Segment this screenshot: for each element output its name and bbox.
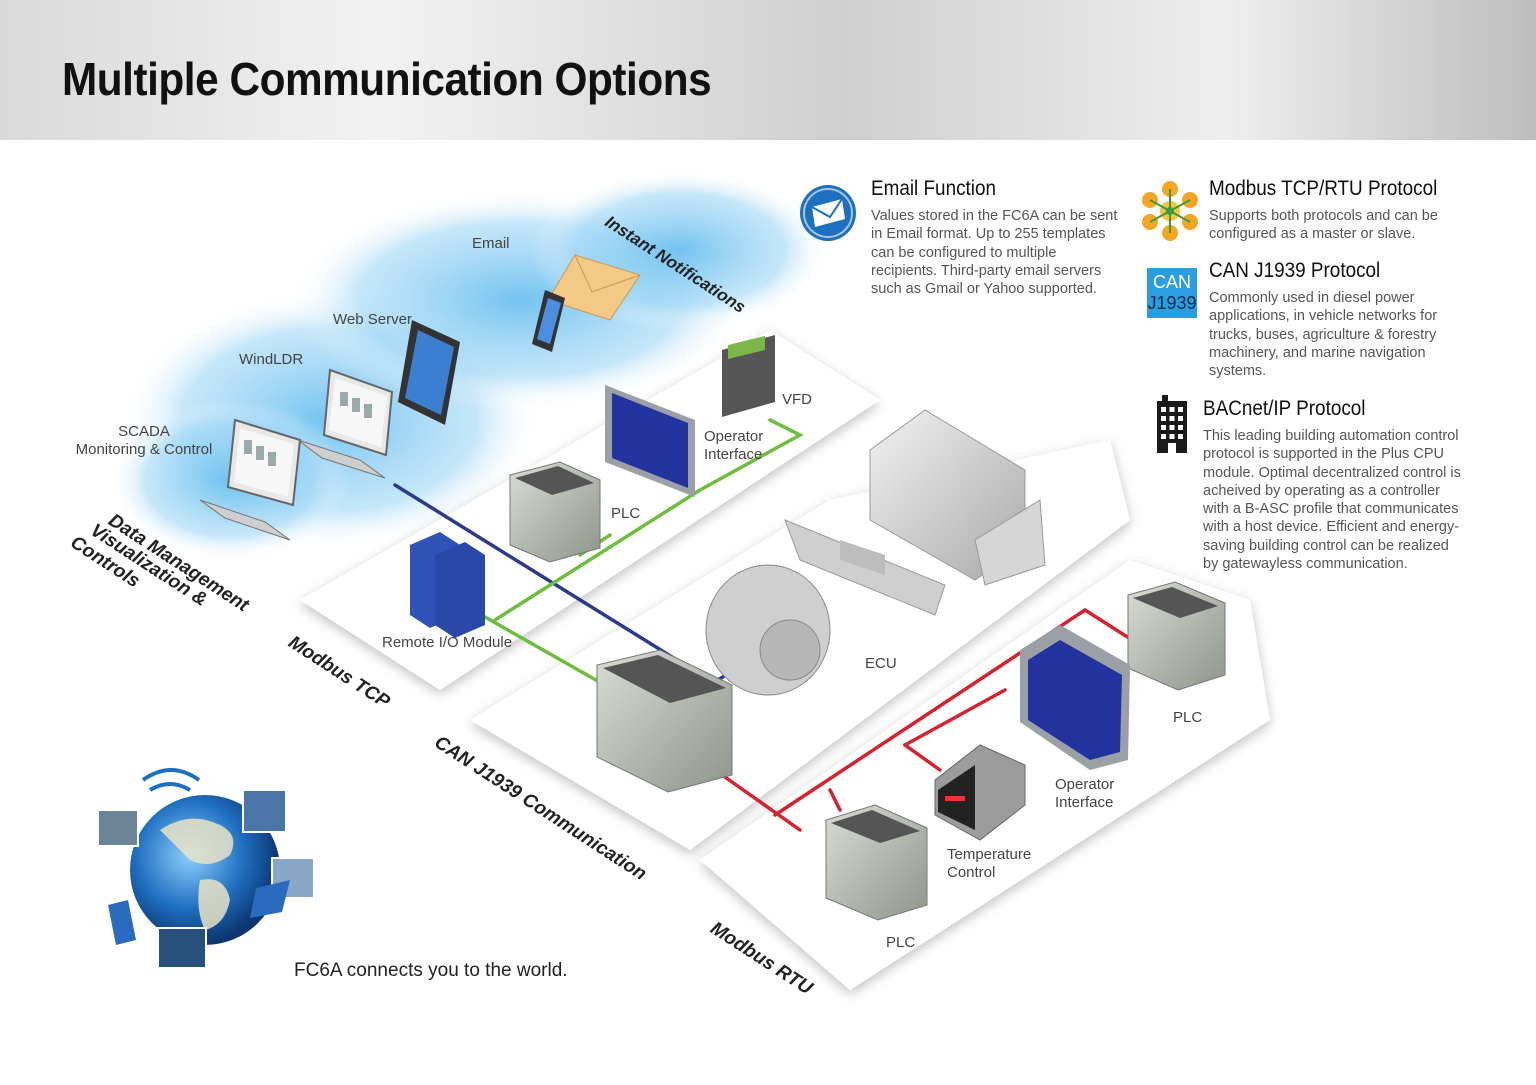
can-badge-line1: CAN [1152, 272, 1191, 292]
label-scada-line1: SCADA [118, 423, 170, 440]
globe [97, 768, 315, 969]
label-plc-bottom: PLC [886, 934, 916, 951]
label-temperature-control: Temperature Control [947, 846, 1031, 882]
label-scada: SCADA Monitoring & Control [70, 423, 218, 459]
label-temp-line2: Control [947, 864, 996, 881]
feature-email: Email Function Values stored in the FC6A… [871, 177, 1121, 298]
label-operator-interface-right: Operator Interface [1055, 776, 1114, 812]
feature-can: CAN J1939 Protocol Commonly used in dies… [1209, 259, 1449, 380]
can-badge-line2: J1939 [1147, 293, 1197, 313]
feature-bacnet-title: BACnet/IP Protocol [1203, 397, 1366, 420]
feature-bacnet-body: This leading building automation control… [1203, 428, 1461, 573]
remote-io [410, 532, 485, 638]
engine [705, 564, 831, 696]
feature-bacnet: BACnet/IP Protocol This leading building… [1203, 397, 1461, 573]
plc-bottom [825, 804, 928, 921]
label-remote-io: Remote I/O Module [382, 634, 513, 651]
feature-email-body: Values stored in the FC6A can be sent in… [871, 208, 1118, 298]
label-plc-right: PLC [1173, 709, 1203, 726]
feature-can-body: Commonly used in diesel power applicatio… [1209, 290, 1438, 380]
scada-pc [199, 418, 302, 541]
label-email: Email [472, 235, 510, 252]
label-ecu: ECU [865, 655, 897, 672]
rtu-cable-5 [828, 788, 842, 812]
rtu-cable-2 [773, 607, 1142, 817]
truck [869, 409, 1046, 586]
feature-email-title: Email Function [871, 177, 997, 200]
temperature-controller [934, 744, 1026, 841]
can-cable-2 [493, 418, 804, 622]
label-oi-right-line2: Interface [1055, 794, 1114, 811]
plc-main [596, 649, 733, 793]
caption: FC6A connects you to the world. [294, 960, 568, 981]
ship [784, 519, 946, 616]
can-j1939-icon: CAN J1939 [1147, 268, 1197, 318]
operator-interface-right [1020, 625, 1130, 770]
feature-modbus-body: Supports both protocols and can be confi… [1209, 208, 1438, 243]
label-operator-interface-top: Operator Interface [704, 428, 763, 464]
feature-modbus-title: Modbus TCP/RTU Protocol [1209, 177, 1438, 200]
vfd [722, 335, 775, 417]
network-diagram [97, 170, 1270, 990]
label-oi-top-line1: Operator [704, 428, 764, 445]
windldr-pc [297, 368, 394, 479]
label-oi-right-line1: Operator [1055, 776, 1115, 793]
plc-top [509, 461, 601, 563]
rtu-cable-3 [903, 688, 1007, 747]
tablet [398, 320, 460, 425]
label-oi-top-line2: Interface [704, 446, 763, 463]
email-icon [800, 185, 856, 241]
plc-right [1127, 581, 1226, 691]
building-icon [1157, 395, 1187, 453]
rtu-cable [713, 768, 802, 832]
network-icon [1142, 181, 1198, 241]
rtu-cable-4 [903, 743, 942, 772]
feature-modbus: Modbus TCP/RTU Protocol Supports both pr… [1209, 177, 1479, 244]
label-windldr: WindLDR [239, 351, 304, 368]
label-plc-top: PLC [611, 505, 641, 522]
label-temp-line1: Temperature [947, 846, 1032, 863]
label-vfd: VFD [782, 391, 812, 408]
label-web-server: Web Server [333, 311, 412, 328]
page-title: Multiple Communication Options [62, 53, 712, 105]
operator-interface-top [605, 385, 695, 497]
label-scada-line2: Monitoring & Control [75, 441, 213, 458]
feature-can-title: CAN J1939 Protocol [1209, 259, 1381, 282]
phone-email [532, 254, 641, 352]
header-banner: Multiple Communication Options [0, 0, 1536, 140]
